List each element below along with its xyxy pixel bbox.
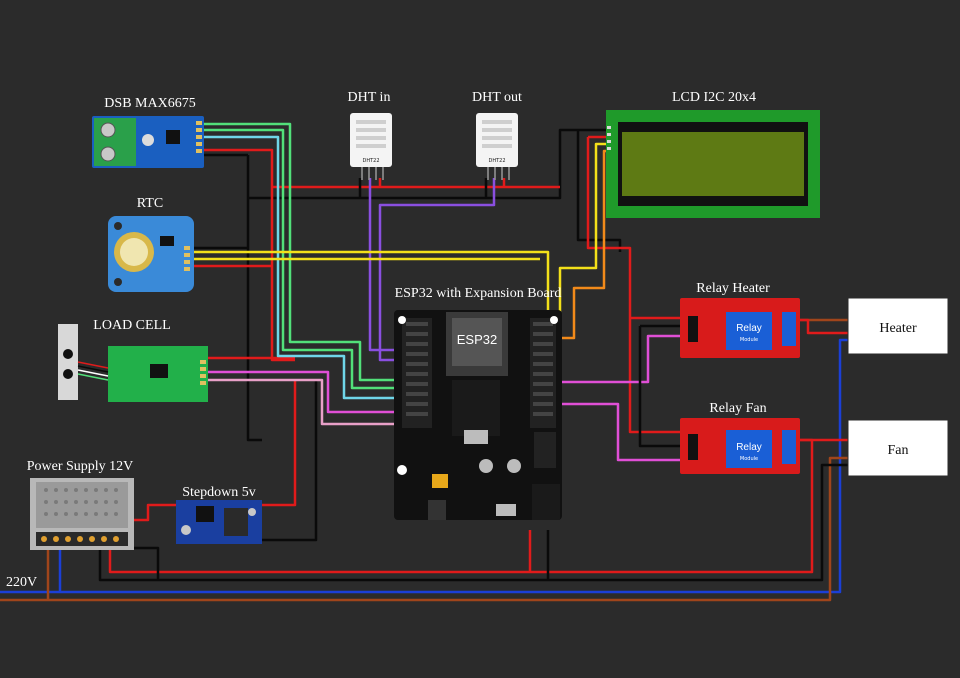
wire-ps-stepdown-black	[120, 546, 160, 580]
heater-box: Heater	[847, 297, 949, 355]
wire-vcc-dsb	[204, 148, 295, 362]
wire-ps-stepdown-red	[132, 503, 176, 522]
wire-5v-black	[262, 380, 318, 542]
label-dsb: DSB MAX6675	[104, 96, 195, 111]
wire-gnd-top	[248, 128, 606, 200]
label-relay-heater: Relay Heater	[696, 281, 770, 296]
fan-label: Fan	[888, 443, 909, 458]
esp32-chip-text: ESP32	[457, 332, 497, 347]
label-mains: 220V	[6, 575, 37, 590]
esp32-board: ESP32	[394, 310, 562, 520]
label-stepdown: Stepdown 5v	[182, 485, 256, 500]
wire-dsb-cyan	[204, 135, 400, 400]
wire-lcd-orange	[528, 149, 606, 340]
label-power-supply: Power Supply 12V	[27, 459, 134, 474]
fan-box: Fan	[847, 419, 949, 477]
max6675-module	[92, 116, 204, 168]
wire-lcd-yellow	[528, 142, 606, 332]
label-rtc: RTC	[137, 196, 163, 211]
relay-fan-module: Relay Module	[680, 418, 800, 474]
label-dht-in: DHT in	[348, 90, 391, 105]
heater-label: Heater	[879, 321, 917, 336]
wire-12v-black	[98, 463, 850, 582]
relay-heater-module: Relay Module	[680, 298, 800, 358]
dht-in-sensor: DHT22	[350, 113, 392, 180]
label-load-cell: LOAD CELL	[93, 318, 170, 333]
stepdown-module	[176, 500, 262, 544]
dht-out-sensor: DHT22	[476, 113, 518, 180]
relay-heater-text: Relay	[736, 323, 762, 334]
wire-lc-magenta	[206, 370, 400, 414]
relay-fan-sub: Module	[740, 456, 758, 462]
wire-lc-pink	[206, 378, 400, 426]
wire-dsb-green1	[204, 122, 400, 382]
wire-vcc-lcd2	[586, 137, 686, 434]
relay-fan-text: Relay	[736, 442, 762, 453]
wire-dht-in	[368, 178, 400, 352]
wire-gnd-lcd	[576, 130, 622, 252]
label-esp32: ESP32 with Expansion Board	[395, 286, 562, 301]
label-lcd: LCD I2C 20x4	[672, 90, 756, 105]
wire-dht-out	[378, 178, 496, 362]
wire-mains-brown	[0, 456, 850, 602]
relay-heater-sub: Module	[740, 337, 758, 343]
wire-heater-red	[800, 318, 850, 335]
label-relay-fan: Relay Fan	[709, 401, 766, 416]
wire-dsb-green2	[204, 128, 400, 390]
wire-relay-heater-sig	[528, 334, 686, 384]
wire-relay-gnd2	[638, 326, 686, 448]
load-cell-sensor	[58, 324, 208, 402]
dht22-in-text: DHT22	[362, 158, 379, 164]
wire-5v-red	[262, 380, 297, 507]
wire-gnd-bus	[246, 155, 262, 442]
power-supply-unit	[30, 478, 134, 550]
rtc-module	[108, 216, 194, 292]
wire-relay-fan-sig	[528, 402, 686, 462]
label-dht-out: DHT out	[472, 90, 522, 105]
lcd-module	[606, 110, 820, 218]
dht22-out-text: DHT22	[488, 158, 505, 164]
